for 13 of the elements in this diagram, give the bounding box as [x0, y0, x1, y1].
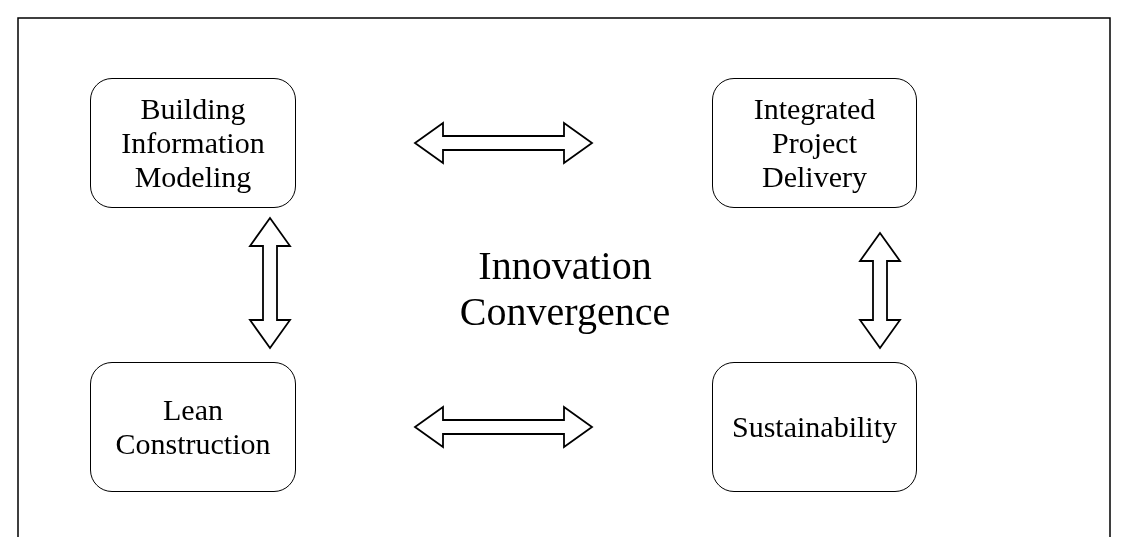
box-label: Sustainability — [732, 410, 897, 444]
rounded-box — [712, 362, 917, 492]
double-arrow — [858, 231, 902, 350]
double-arrow — [248, 216, 292, 350]
box-label: Integrated Project Delivery — [752, 92, 877, 194]
rounded-box — [712, 78, 917, 208]
double-arrow — [413, 121, 594, 165]
double-arrow — [413, 405, 594, 449]
rounded-box — [90, 78, 296, 208]
box-label: Building Information Modeling — [120, 92, 266, 194]
rounded-box — [90, 362, 296, 492]
box-label: Lean Construction — [114, 393, 272, 461]
center-title: Innovation Convergence — [458, 243, 672, 335]
